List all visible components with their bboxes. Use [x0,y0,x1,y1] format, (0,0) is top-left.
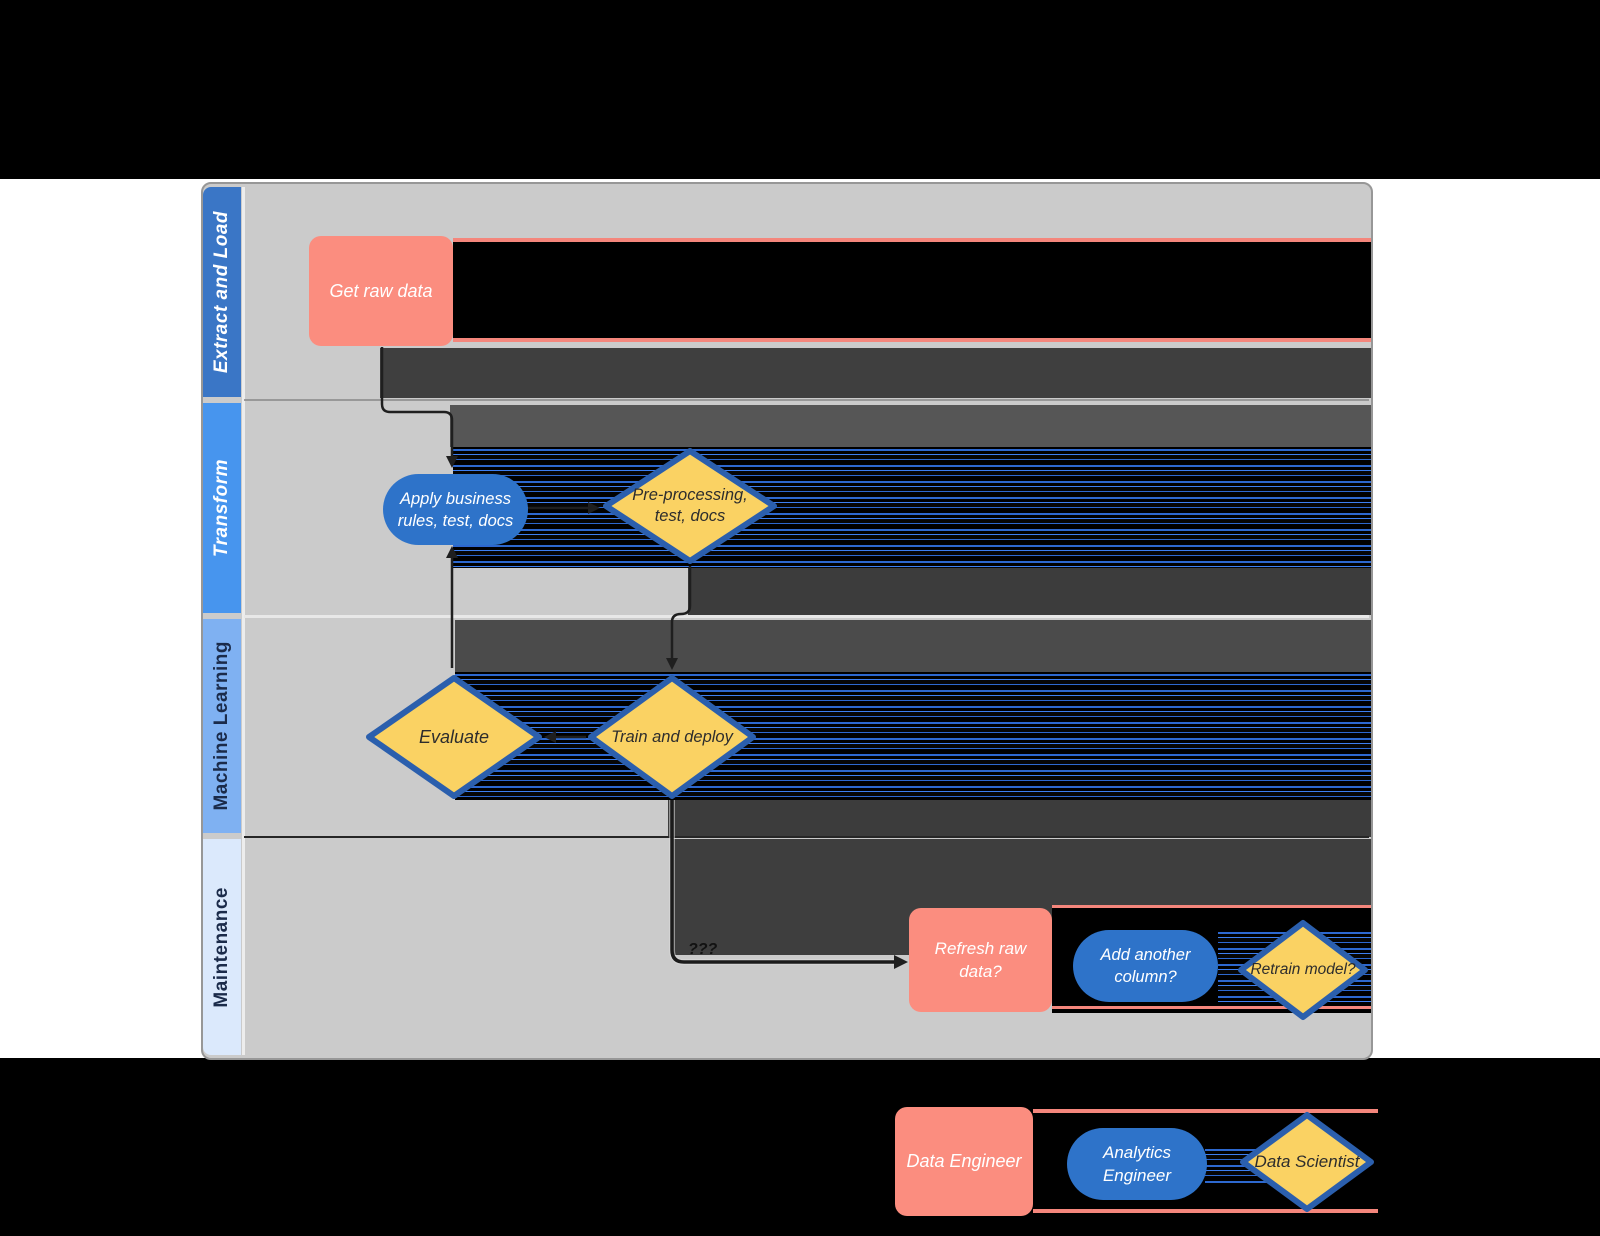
node-label: Refresh raw data? [934,939,1027,981]
diamond-shape-icon [1240,1112,1374,1212]
node-retrain-model: Retrain model? [1237,919,1369,1021]
lane-divider [244,399,1369,401]
node-label: Train and deploy [611,727,733,746]
lane-label: Transform [211,458,232,558]
glitch-band [1033,1209,1378,1213]
lane-header-extract-and-load: Extract and Load [203,187,241,397]
top-black-band [0,0,1600,179]
diamond-shape-icon [603,448,777,564]
node-label: Get raw data [329,280,433,301]
diamond-shape-icon [588,675,756,799]
node-train-and-deploy: Train and deploy [587,674,757,800]
glitch-band [450,405,1371,447]
node-label: Apply business rules, test, docs [397,489,514,530]
glitch-band [453,238,1371,242]
glitch-band [453,447,1371,568]
legend-label: Data Engineer [906,1151,1022,1171]
glitch-band [1033,1109,1378,1113]
glitch-band [1052,1006,1371,1009]
lane-header-maintenance: Maintenance [203,839,241,1055]
node-label: Add another column? [1100,946,1191,986]
glitch-band [453,242,1371,338]
lane-divider [244,836,1369,838]
glitch-band [455,620,1371,672]
diamond-shape-icon [366,675,542,799]
glitch-band [668,800,1371,837]
connector-label: ??? [688,941,718,958]
node-get-raw-data: Get raw data [309,236,453,346]
glitch-band [688,568,1371,615]
node-label: Pre-processing, test, docs [632,486,748,525]
lane-header-transform: Transform [203,403,241,613]
node-label: Evaluate [418,726,490,747]
lane-label: Extract and Load [211,210,232,374]
node-evaluate: Evaluate [365,674,543,800]
glitch-band [1052,905,1371,908]
legend-item-data-scientist: Data Scientist [1239,1111,1375,1213]
node-pre-processing: Pre-processing, test, docs [602,447,778,565]
lane-label: Maintenance [211,886,232,1008]
node-apply-business-rules: Apply business rules, test, docs [383,474,528,545]
glitch-band [380,348,1371,398]
lane-header-machine-learning: Machine Learning [203,619,241,833]
node-label: Retrain model? [1250,961,1356,978]
lane-divider [244,615,1369,618]
legend-item-data-engineer: Data Engineer [895,1107,1033,1216]
lane-label: Machine Learning [211,641,232,811]
legend-label: Analytics Engineer [1102,1143,1172,1185]
node-refresh-raw-data: Refresh raw data? [909,908,1052,1012]
diamond-shape-icon [1238,920,1368,1020]
legend-label: Data Scientist [1254,1152,1360,1171]
glitch-band [453,338,1371,342]
legend-item-analytics-engineer: Analytics Engineer [1067,1128,1207,1200]
lane-header-divider [242,187,245,1055]
node-add-another-column: Add another column? [1073,930,1218,1002]
